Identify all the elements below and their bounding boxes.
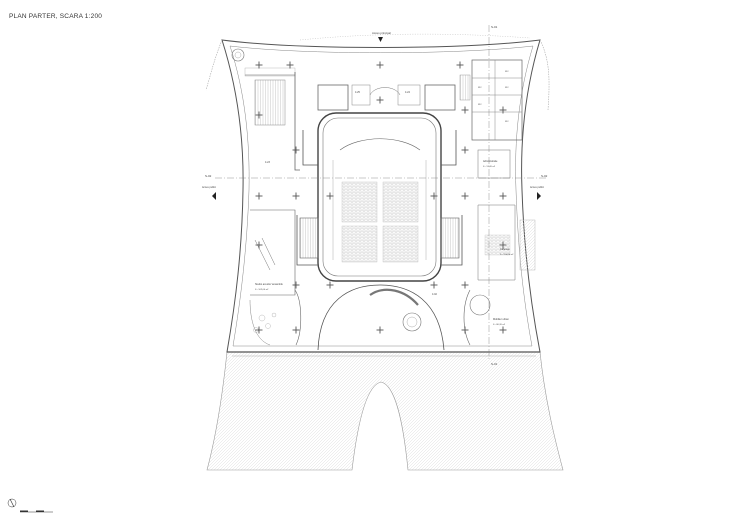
- building-inner-wall: [229, 45, 534, 347]
- spiral-stair-right: [469, 294, 491, 316]
- label-wc-1: WC: [505, 71, 509, 73]
- auditorium-outer: [317, 112, 442, 282]
- foyer-bench: [369, 288, 419, 306]
- label-wc-5: WC: [505, 121, 509, 123]
- cafe-room: [477, 204, 516, 281]
- label-wc-3: WC: [505, 87, 509, 89]
- core-top-right: [424, 84, 456, 111]
- label-studio-left-area: S - 102,00 m²: [255, 288, 269, 291]
- auditorium-inner: [322, 117, 437, 277]
- scale-bar: [20, 510, 53, 513]
- landscape-left: [205, 39, 223, 91]
- label-section-right: S-02: [541, 174, 548, 178]
- label-access-left: Acces public: [202, 186, 217, 189]
- label-section-left: S-02: [205, 174, 212, 178]
- label-section-top: S-01: [491, 25, 498, 29]
- label-bottom-right: Mobilier urban: [493, 318, 509, 321]
- label-wc-4: WC: [478, 104, 482, 106]
- label-office: Administratie: [483, 160, 498, 163]
- seating-block-left-2: [341, 225, 378, 263]
- sheet-title: PLAN PARTER, SCARA 1:200: [9, 13, 103, 20]
- seating-block-right-2: [382, 225, 419, 263]
- spiral-stair: [402, 312, 422, 332]
- service-block-right: [471, 59, 523, 141]
- entrance-arrow: [378, 37, 383, 42]
- label-bottom-right-area: S - 80,20 m²: [493, 323, 505, 326]
- label-foyer-left: 4.23: [265, 161, 270, 164]
- label-entrance-main: Acces principal: [372, 31, 391, 35]
- foyer-arc: [317, 284, 445, 351]
- landscape-top: [299, 33, 531, 41]
- label-studio-left: Studio acustic/ ansamblu: [255, 283, 283, 286]
- left-ramp: [254, 79, 286, 126]
- label-wc-2: WC: [478, 87, 482, 89]
- seating-block-left-1: [341, 181, 378, 223]
- label-cafe-area: S - 120,00 m²: [500, 253, 514, 256]
- landscape-right: [539, 39, 550, 111]
- core-top-left: [317, 84, 349, 111]
- label-small-1: 4.24: [405, 91, 410, 94]
- section-arrow-left: [212, 192, 216, 200]
- label-cafe: Cafenea: [500, 248, 510, 251]
- label-lobby: 4.02: [432, 293, 437, 296]
- round-room-top-left: [231, 48, 245, 62]
- label-access-right: Acces public: [530, 186, 545, 189]
- stage-curve: [339, 138, 421, 151]
- label-small-2: 4.25: [355, 91, 360, 94]
- section-arrow-right: [537, 192, 541, 200]
- studio-left: [250, 209, 296, 296]
- plaza-outline: [206, 351, 564, 471]
- label-section-bottom: S-01: [491, 362, 498, 366]
- stair-left-low: [299, 217, 319, 259]
- north-arrow-icon: [7, 498, 17, 508]
- stair-right-low: [440, 217, 460, 259]
- seating-block-right-1: [382, 181, 419, 223]
- label-office-area: S - 12,20 m²: [483, 165, 495, 168]
